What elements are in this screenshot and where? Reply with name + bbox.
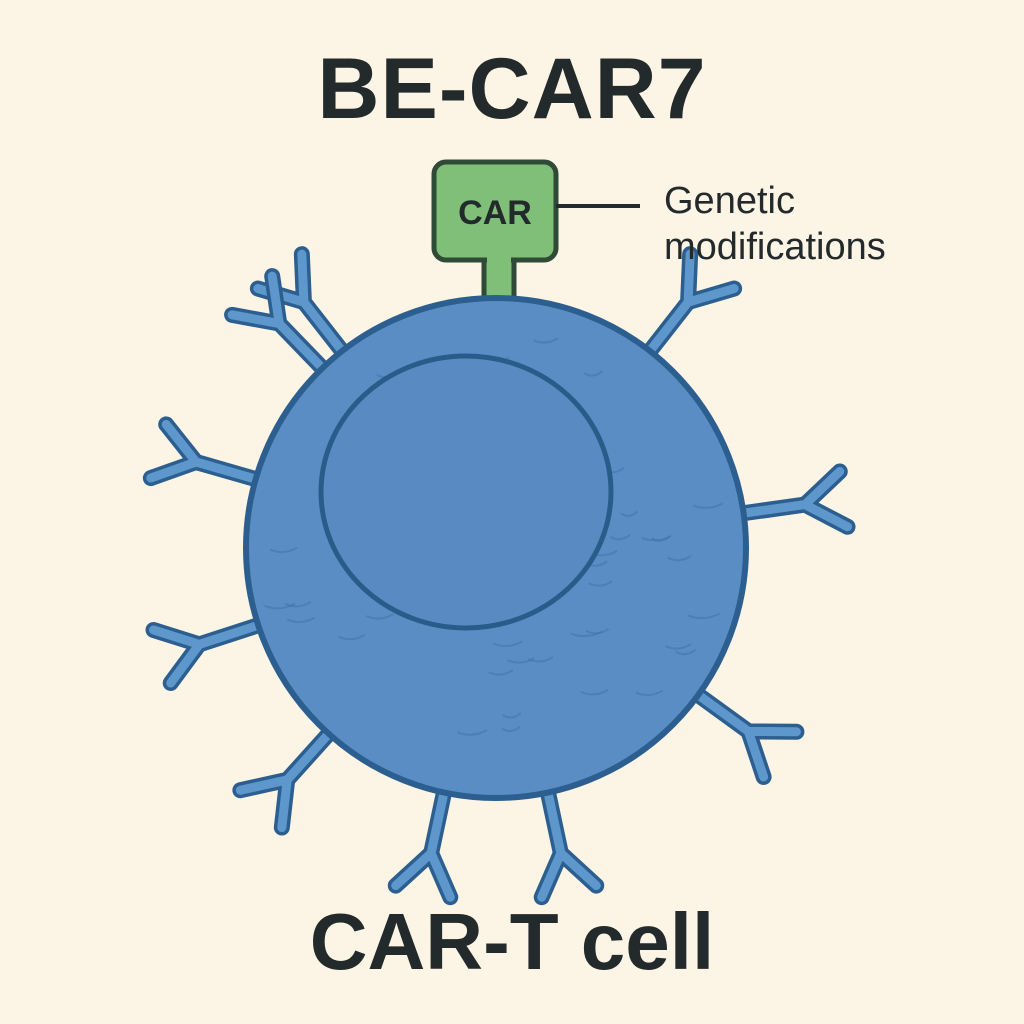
texture-mark [580, 688, 609, 696]
annotation-line-1: Genetic [664, 180, 795, 222]
texture-mark [365, 613, 395, 620]
texture-mark [284, 600, 312, 608]
genetic-modifications-label: Genetic modifications [664, 178, 886, 270]
nucleus [318, 353, 614, 631]
texture-mark [583, 370, 604, 377]
texture-mark [585, 627, 610, 635]
texture-mark [588, 580, 613, 587]
texture-mark [286, 616, 316, 624]
texture-mark [675, 648, 697, 656]
diagram-title: BE-CAR7 [317, 41, 707, 137]
texture-mark [264, 602, 296, 610]
texture-mark [507, 657, 535, 664]
annotation-line-2: modifications [664, 226, 886, 268]
texture-mark [665, 643, 692, 650]
texture-mark [488, 669, 514, 676]
diagram-caption: CAR-T cell [309, 897, 715, 986]
texture-mark [687, 612, 720, 620]
texture-mark [501, 712, 522, 719]
texture-mark [457, 729, 488, 736]
car-label: CAR [458, 194, 532, 232]
surface-antibodies [142, 246, 856, 906]
texture-mark [501, 725, 521, 733]
texture-mark [338, 633, 366, 641]
texture-mark [609, 533, 631, 541]
texture-mark [532, 337, 559, 344]
texture-mark [667, 554, 692, 562]
texture-mark [493, 640, 523, 648]
texture-mark [620, 510, 639, 517]
car-stem-joint [487, 254, 511, 266]
texture-mark [651, 535, 671, 542]
texture-mark [635, 689, 664, 697]
texture-mark [269, 546, 298, 554]
texture-mark [692, 502, 724, 509]
